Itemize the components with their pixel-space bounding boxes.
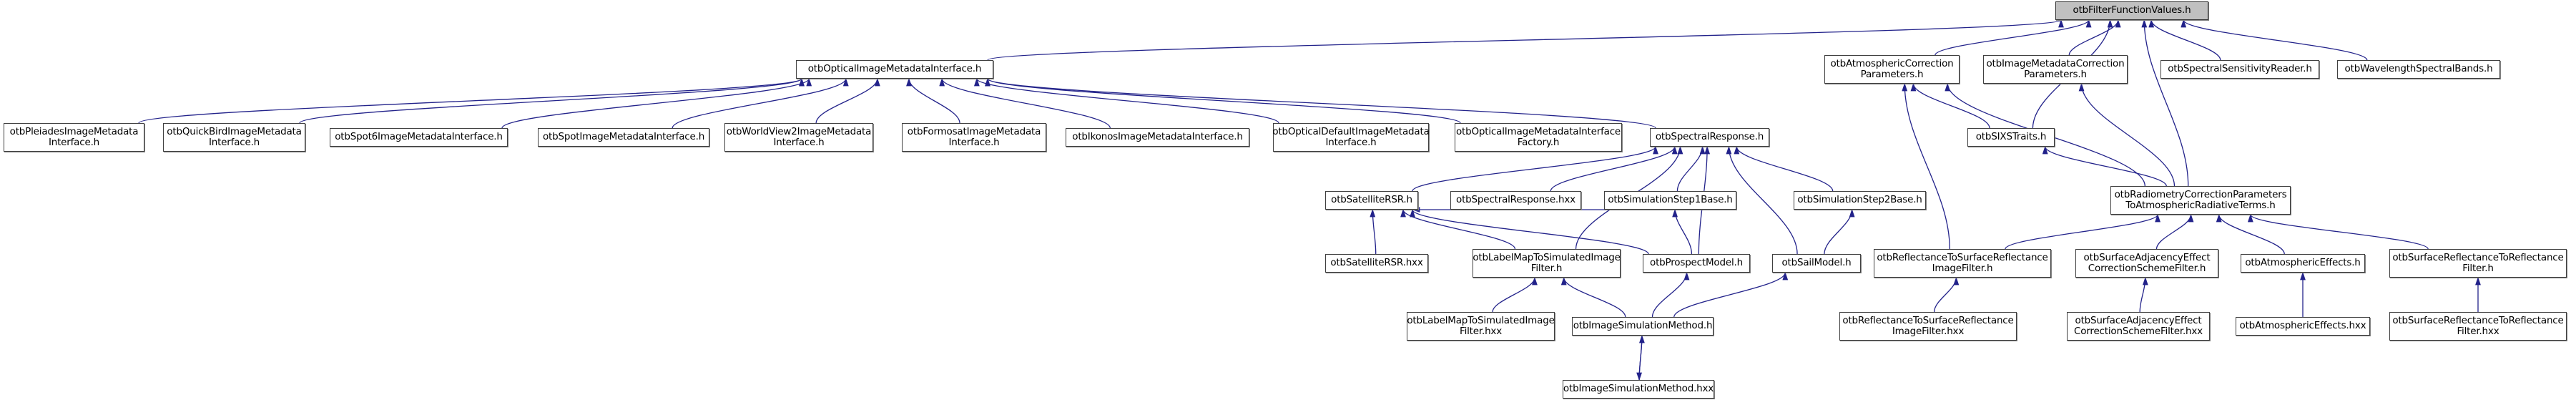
graph-node[interactable]: otbImageMetadataCorrection Parameters.h [1983,55,2128,84]
graph-node[interactable]: otbFilterFunctionValues.h [2055,1,2208,20]
graph-edge [2005,213,2160,250]
graph-node[interactable]: otbLabelMapToSimulatedImage Filter.hxx [1407,312,1555,341]
graph-node[interactable]: otbPleiadesImageMetadata Interface.h [4,123,144,152]
graph-edge [985,77,1656,129]
graph-edge [2078,82,2176,187]
graph-node[interactable]: otbSIXSTraits.h [1967,128,2055,147]
graph-edge [2068,19,2121,56]
graph-edge [1824,208,1855,255]
graph-node[interactable]: otbSimulationStep2Base.h [1794,191,1926,210]
graph-edge [1933,276,1960,313]
graph-node[interactable]: otbAtmosphericCorrection Parameters.h [1824,55,1960,84]
graph-edge [1560,276,1626,318]
graph-edge [1676,145,1706,192]
graph-node[interactable]: otbOpticalDefaultImageMetadata Interface… [1272,123,1430,152]
graph-edge [2042,145,2167,187]
graph-node[interactable]: otbSpectralSensitivityReader.h [2160,60,2319,79]
graph-node[interactable]: otbImageSimulationMethod.hxx [1563,380,1714,399]
graph-node[interactable]: otbSpectralResponse.hxx [1450,191,1581,210]
graph-node[interactable]: otbOpticalImageMetadataInterface.h [796,60,993,79]
graph-node[interactable]: otbSpotImageMetadataInterface.h [538,128,709,147]
graph-edge [906,77,960,124]
graph-edge [1550,145,1678,192]
graph-edge [1400,208,1516,250]
graph-edge [2155,213,2194,250]
graph-node[interactable]: otbReflectanceToSurfaceReflectance Image… [1839,312,2017,341]
graph-edge [1492,276,1538,313]
graph-node[interactable]: otbOpticalImageMetadataInterface Factory… [1455,123,1622,152]
graph-node[interactable]: otbIkonosImageMetadataInterface.h [1066,128,1249,147]
graph-node[interactable]: otbSpectralResponse.h [1650,128,1769,147]
graph-node[interactable]: otbSurfaceReflectanceToReflectance Filte… [2389,249,2567,278]
graph-edge [987,19,2064,61]
graph-edge [2148,19,2221,61]
graph-node[interactable]: otbWorldView2ImageMetadata Interface.h [724,123,873,152]
graph-edge [1410,208,1649,255]
graph-edge [2141,19,2189,187]
graph-node[interactable]: otbReflectanceToSurfaceReflectance Image… [1874,249,2051,278]
graph-node[interactable]: otbFormosatImageMetadata Interface.h [902,123,1046,152]
graph-edge [2139,276,2148,313]
graph-node[interactable]: otbSurfaceAdjacencyEffect CorrectionSche… [2075,249,2218,278]
graph-edge [1370,208,1377,255]
graph-edge [1734,145,1834,192]
graph-edge [138,77,805,124]
graph-node[interactable]: otbSailModel.h [1772,254,1861,273]
graph-edge [1636,335,1643,381]
graph-node[interactable]: otbProspectModel.h [1643,254,1750,273]
graph-edge [672,77,849,129]
graph-node[interactable]: otbAtmosphericEffects.hxx [2236,317,2370,336]
graph-node[interactable]: otbAtmosphericEffects.h [2241,254,2365,273]
graph-edge [974,77,1279,124]
graph-edge [815,77,880,124]
graph-edge [939,77,1111,129]
graph-node[interactable]: otbWavelengthSpectralBands.h [2337,60,2500,79]
graph-edge [1935,19,2092,56]
graph-edge [501,77,812,129]
graph-edge [1726,145,1798,255]
graph-node[interactable]: otbLabelMapToSimulatedImage Filter.h [1473,249,1621,278]
graph-node[interactable]: otbSatelliteRSR.h [1325,191,1418,210]
graph-edge [299,77,805,124]
graph-edge [1638,334,1645,381]
graph-node[interactable]: otbSurfaceAdjacencyEffect CorrectionSche… [2067,312,2210,341]
graph-node[interactable]: otbSpot6ImageMetadataInterface.h [330,128,508,147]
graph-edge [1910,82,1990,129]
graph-node[interactable]: otbQuickBirdImageMetadata Interface.h [163,123,305,152]
graph-edge [1651,271,1690,318]
graph-edge [2248,213,2429,250]
graph-node[interactable]: otbRadiometryCorrectionParameters ToAtmo… [2110,186,2291,215]
graph-edge [1412,145,1658,192]
graph-edge [2181,19,2368,61]
graph-node[interactable]: otbSurfaceReflectanceToReflectance Filte… [2389,312,2567,341]
graph-edge [1672,208,1693,255]
graph-edge [1673,271,1789,318]
graph-node[interactable]: otbImageSimulationMethod.h [1572,317,1714,336]
graph-node[interactable]: otbSimulationStep1Base.h [1604,191,1736,210]
graph-node[interactable]: otbSatelliteRSR.hxx [1325,254,1428,273]
graph-edge [985,77,1461,124]
graph-edge [2216,213,2285,255]
graph-edge [1902,82,1950,250]
